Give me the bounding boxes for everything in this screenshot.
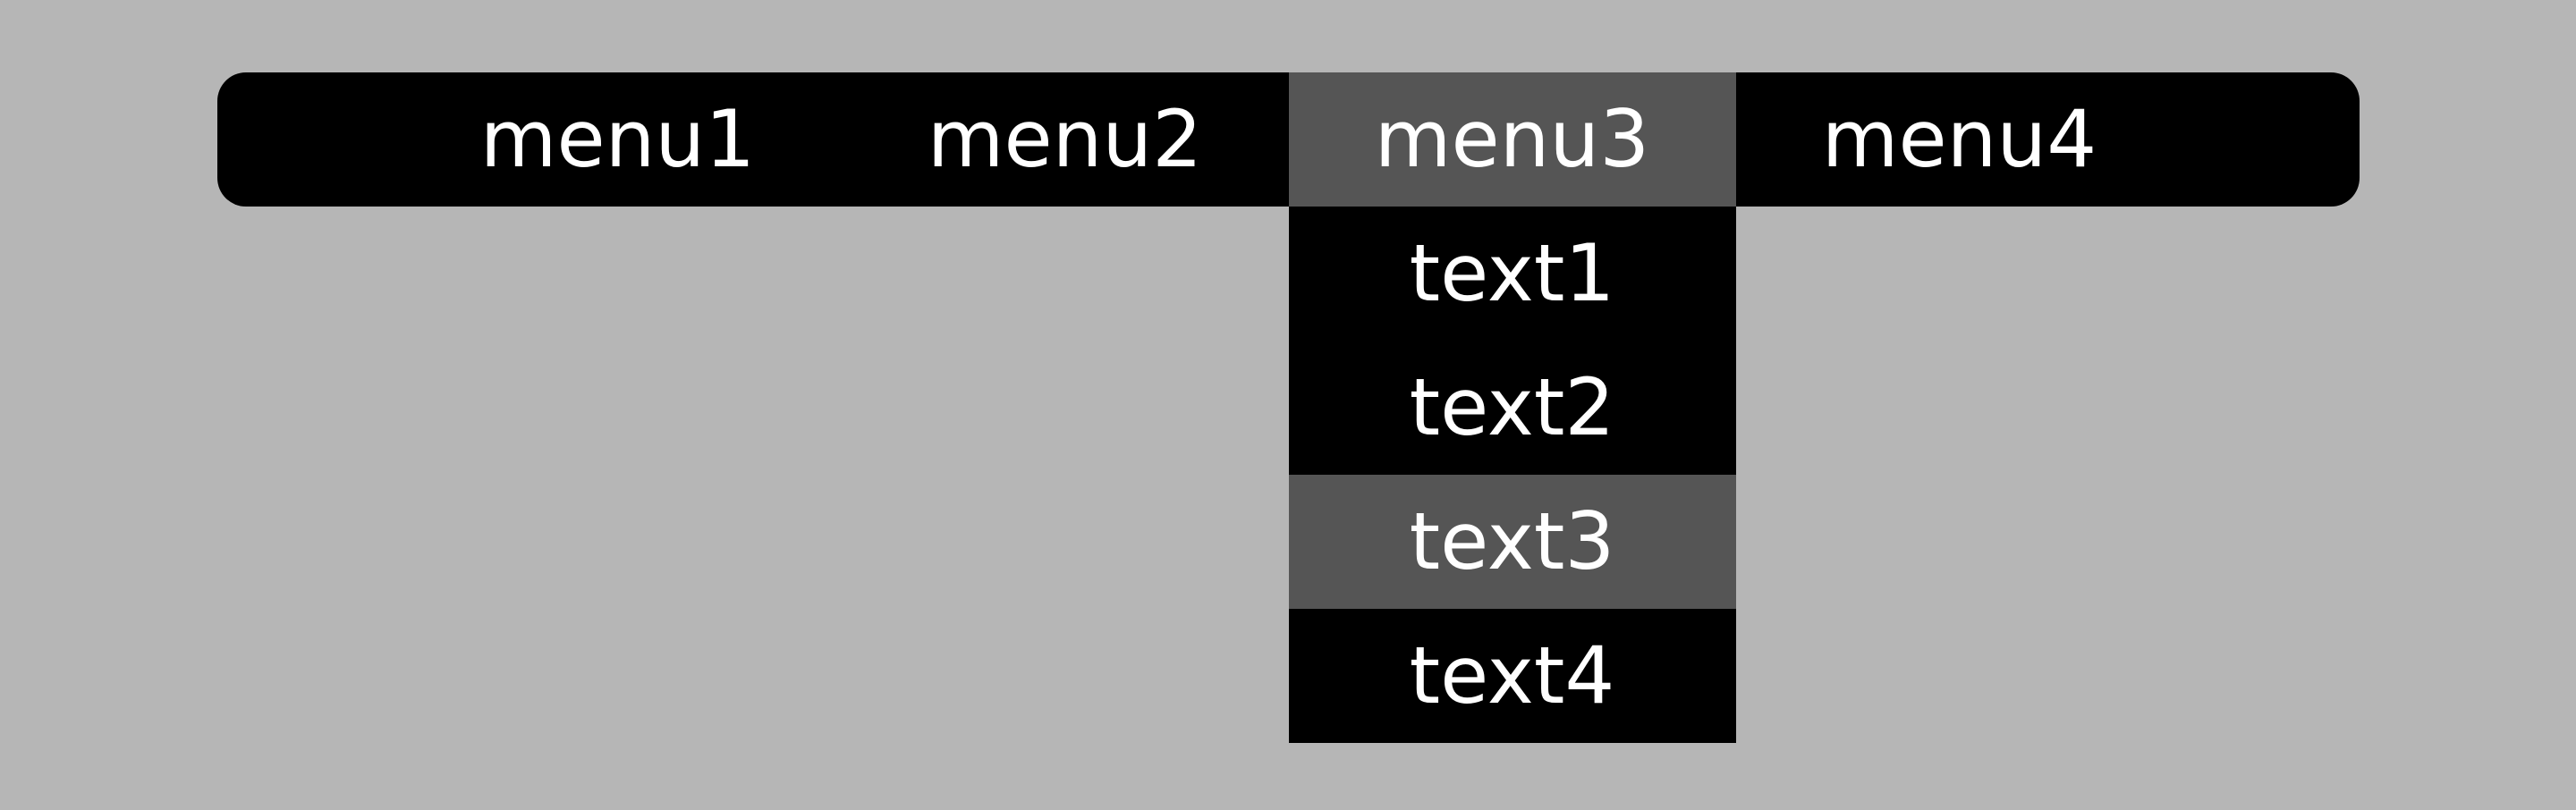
menu-item-label: menu4 xyxy=(1821,93,2097,185)
dropdown-item-text2[interactable]: text2 xyxy=(1409,361,1615,453)
menu-item-label: menu2 xyxy=(927,93,1203,185)
dropdown-menu3: text1 text2 text3 text4 xyxy=(1288,207,1736,743)
menu-item-label: menu1 xyxy=(479,93,756,185)
dropdown-item-text3[interactable]: text3 xyxy=(1288,475,1736,609)
menu-item-menu4[interactable]: menu4 xyxy=(1736,72,2183,207)
dropdown-item-text1[interactable]: text1 xyxy=(1409,227,1615,319)
menu-item-menu1[interactable]: menu1 xyxy=(394,72,842,207)
dropdown-item-text4[interactable]: text4 xyxy=(1409,629,1615,721)
menu-item-menu3[interactable]: menu3 text1 text2 text3 text4 xyxy=(1288,72,1736,743)
menu-item-label: menu3 xyxy=(1374,93,1650,185)
menubar: menu1 menu2 menu3 text1 text2 text3 text… xyxy=(217,72,2360,743)
menu-item-menu2[interactable]: menu2 xyxy=(842,72,1289,207)
